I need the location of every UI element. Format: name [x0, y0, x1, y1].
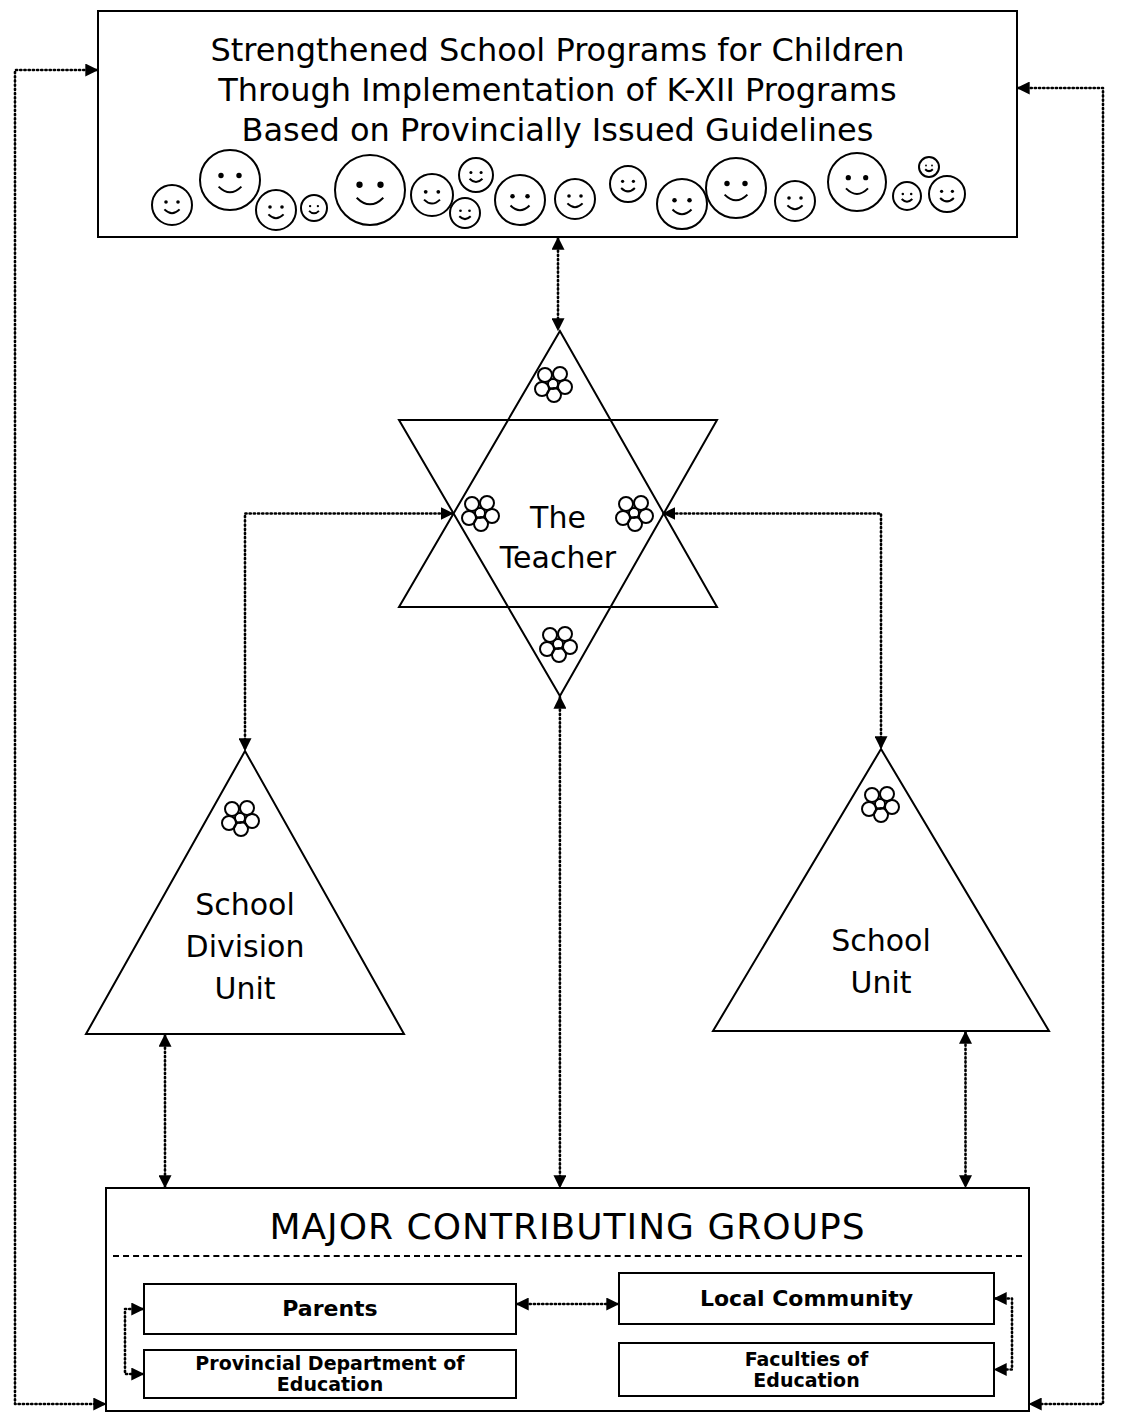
- group-box: Provincial Department of Education: [143, 1349, 517, 1399]
- outcome-box: Strengthened School Programs for Childre…: [97, 10, 1018, 238]
- wavy-connector: [15, 70, 105, 1404]
- wavy-connector: [517, 1303, 618, 1306]
- group-label: Local Community: [700, 1286, 913, 1312]
- triangle-edge: [86, 751, 404, 1034]
- star-edge: [399, 331, 717, 607]
- wavy-connector: [164, 1035, 167, 1187]
- wavy-connector: [559, 697, 562, 1187]
- group-box: Faculties of Education: [618, 1342, 995, 1397]
- school-unit-triangle: School Unit: [712, 748, 1050, 1032]
- wavy-connector: [664, 514, 881, 749]
- group-label: Provincial Department of Education: [195, 1353, 465, 1395]
- school-division-triangle: School Division Unit: [85, 750, 405, 1035]
- node-label: The Teacher: [493, 498, 623, 578]
- node-label: School Division Unit: [170, 884, 320, 1010]
- smiling-faces: [152, 150, 965, 230]
- teacher-star: The Teacher: [398, 330, 718, 697]
- star-edge: [399, 420, 717, 696]
- group-label: Parents: [282, 1296, 377, 1322]
- group-box: Local Community: [618, 1272, 995, 1325]
- wavy-connector: [995, 1299, 1012, 1370]
- node-label: Strengthened School Programs for Childre…: [198, 30, 918, 150]
- wavy-connector: [125, 1309, 143, 1374]
- triangle-edge: [713, 749, 1049, 1031]
- contributing-groups-box: MAJOR CONTRIBUTING GROUPS Parents Local Co…: [105, 1187, 1030, 1412]
- node-label: School Unit: [806, 920, 956, 1004]
- flower-clusters: [222, 367, 899, 836]
- wavy-connector: [1018, 88, 1103, 1404]
- wavy-connector: [557, 238, 560, 330]
- group-box: Parents: [143, 1283, 517, 1335]
- node-label: MAJOR CONTRIBUTING GROUPS: [138, 1205, 998, 1249]
- wavy-connector: [245, 514, 452, 751]
- dashed-divider: [113, 1255, 1022, 1257]
- group-label: Faculties of Education: [722, 1349, 892, 1391]
- wavy-connector: [964, 1032, 967, 1187]
